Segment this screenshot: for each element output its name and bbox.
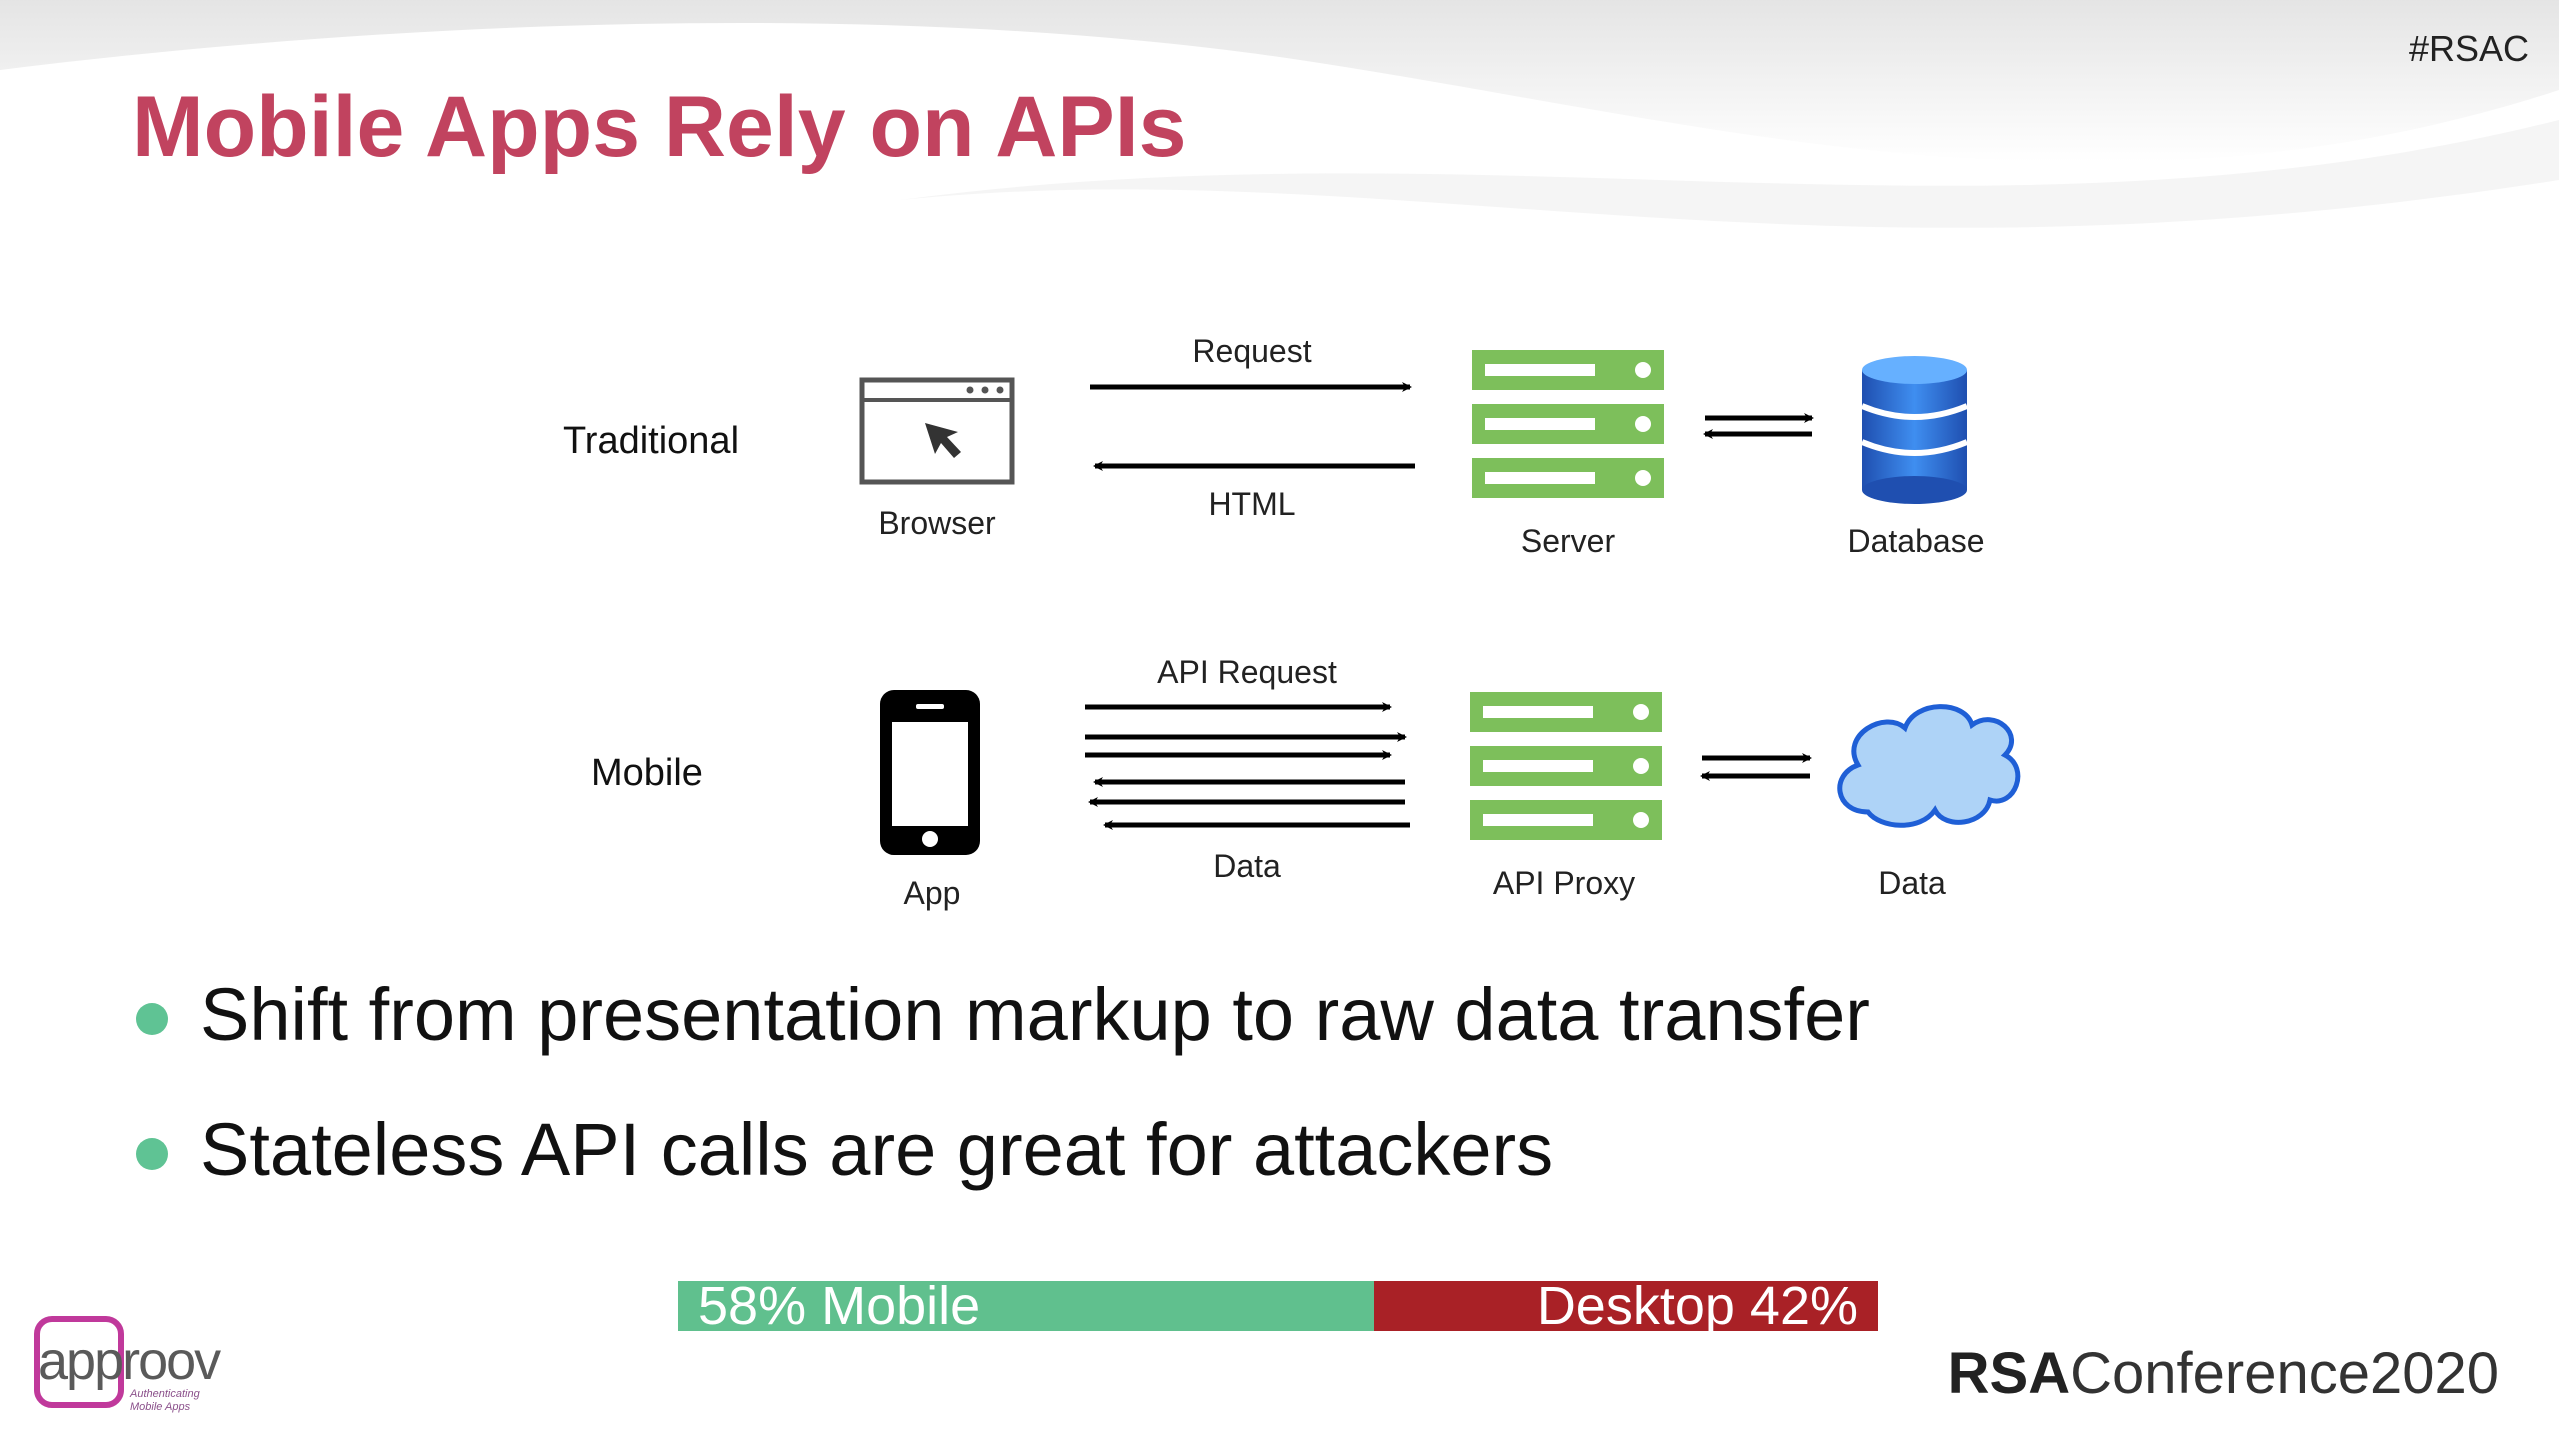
- cloud-icon: [1837, 704, 2021, 828]
- slide-title: Mobile Apps Rely on APIs: [132, 79, 1187, 175]
- data-response-arrows: [1088, 777, 1410, 830]
- bullet-text: Shift from presentation markup to raw da…: [200, 973, 1870, 1056]
- rsa-conference-logo: RSAConference2020: [1948, 1340, 2499, 1407]
- approov-tagline: Authenticating Mobile Apps: [130, 1388, 200, 1413]
- request-label: Request: [1192, 333, 1312, 369]
- bidirectional-arrows-icon: [1700, 753, 1812, 781]
- api-request-label: API Request: [1157, 654, 1337, 690]
- bullet-item: Stateless API calls are great for attack…: [130, 1100, 1870, 1235]
- bidirectional-arrows-icon: [1703, 413, 1814, 439]
- bullet-list: Shift from presentation markup to raw da…: [130, 965, 1870, 1235]
- desktop-share-label: Desktop 42%: [1536, 1281, 1858, 1331]
- data-response-label: Data: [1213, 848, 1281, 884]
- bullet-dot-icon: [136, 1138, 168, 1170]
- html-label: HTML: [1208, 486, 1296, 522]
- traditional-row-label: Traditional: [563, 420, 740, 462]
- browser-label: Browser: [878, 505, 996, 541]
- mobile-share-label: 58% Mobile: [698, 1281, 981, 1331]
- rsa-brand-text: RSA: [1947, 1341, 2071, 1406]
- hashtag-label: #RSAC: [2408, 28, 2529, 69]
- bullet-item: Shift from presentation markup to raw da…: [130, 965, 1870, 1100]
- mobile-row-label: Mobile: [591, 752, 703, 794]
- conference-year-text: Conference2020: [2070, 1341, 2499, 1406]
- database-label: Database: [1847, 523, 1985, 559]
- approov-logo-text: approov: [38, 1331, 221, 1391]
- traffic-share-bar: 58% Mobile Desktop 42%: [678, 1281, 1878, 1331]
- server-label: Server: [1520, 523, 1616, 559]
- mobile-share-segment: 58% Mobile: [678, 1281, 1374, 1331]
- api-proxy-server-icon: [1470, 692, 1662, 840]
- mouse-cursor-icon: [925, 423, 961, 458]
- database-icon: [1860, 356, 1969, 504]
- cloud-data-label: Data: [1878, 865, 1946, 901]
- approov-logo: approov Authenticating Mobile Apps: [30, 1310, 250, 1420]
- api-request-arrows: [1085, 702, 1407, 760]
- app-label: App: [903, 875, 961, 911]
- bullet-text: Stateless API calls are great for attack…: [200, 1108, 1554, 1191]
- server-rack-icon: [1472, 350, 1664, 498]
- smartphone-icon: [880, 690, 980, 855]
- bullet-dot-icon: [136, 1003, 168, 1035]
- api-proxy-label: API Proxy: [1492, 865, 1636, 901]
- desktop-share-segment: Desktop 42%: [1374, 1281, 1878, 1331]
